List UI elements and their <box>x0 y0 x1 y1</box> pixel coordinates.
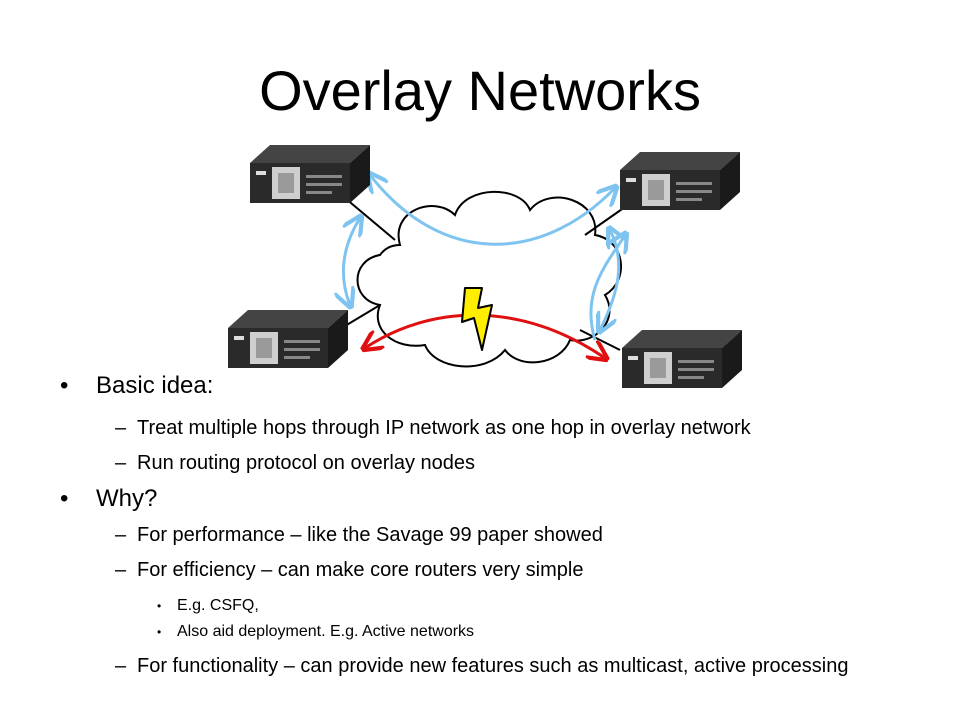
bullet-marker: – <box>115 417 127 439</box>
bullet-text: Also aid deployment. E.g. Active network… <box>177 623 475 640</box>
lightning-icon <box>461 287 493 351</box>
overlay-network-diagram <box>228 145 742 388</box>
bullet-text: Run routing protocol on overlay nodes <box>137 452 475 474</box>
bullet-marker: • <box>60 372 69 399</box>
overlay-path-top <box>370 175 615 246</box>
bullet-marker: – <box>115 452 127 474</box>
bullet-marker: – <box>115 524 127 546</box>
bullet-text: For efficiency – can make core routers v… <box>137 559 584 581</box>
bullet-marker: • <box>157 599 162 613</box>
bullet-text: E.g. CSFQ, <box>177 597 259 614</box>
overlay-path-left <box>343 218 360 305</box>
bullet-marker: • <box>60 485 69 512</box>
bullet-marker: – <box>115 559 127 581</box>
bullet-text: Why? <box>96 485 158 512</box>
router-icon <box>228 310 348 368</box>
router-icon <box>620 152 740 210</box>
bullet-text: Basic idea: <box>96 372 214 399</box>
slide-title: Overlay Networks <box>259 59 701 122</box>
bullet-marker: – <box>115 655 127 677</box>
bullet-text: Treat multiple hops through IP network a… <box>137 417 751 439</box>
bullet-text: For functionality – can provide new feat… <box>137 655 849 677</box>
router-icon <box>622 330 742 388</box>
bullet-text: For performance – like the Savage 99 pap… <box>137 524 603 546</box>
router-icon <box>250 145 370 203</box>
bullet-marker: • <box>157 625 162 639</box>
overlay-path-right-inner <box>589 235 625 341</box>
